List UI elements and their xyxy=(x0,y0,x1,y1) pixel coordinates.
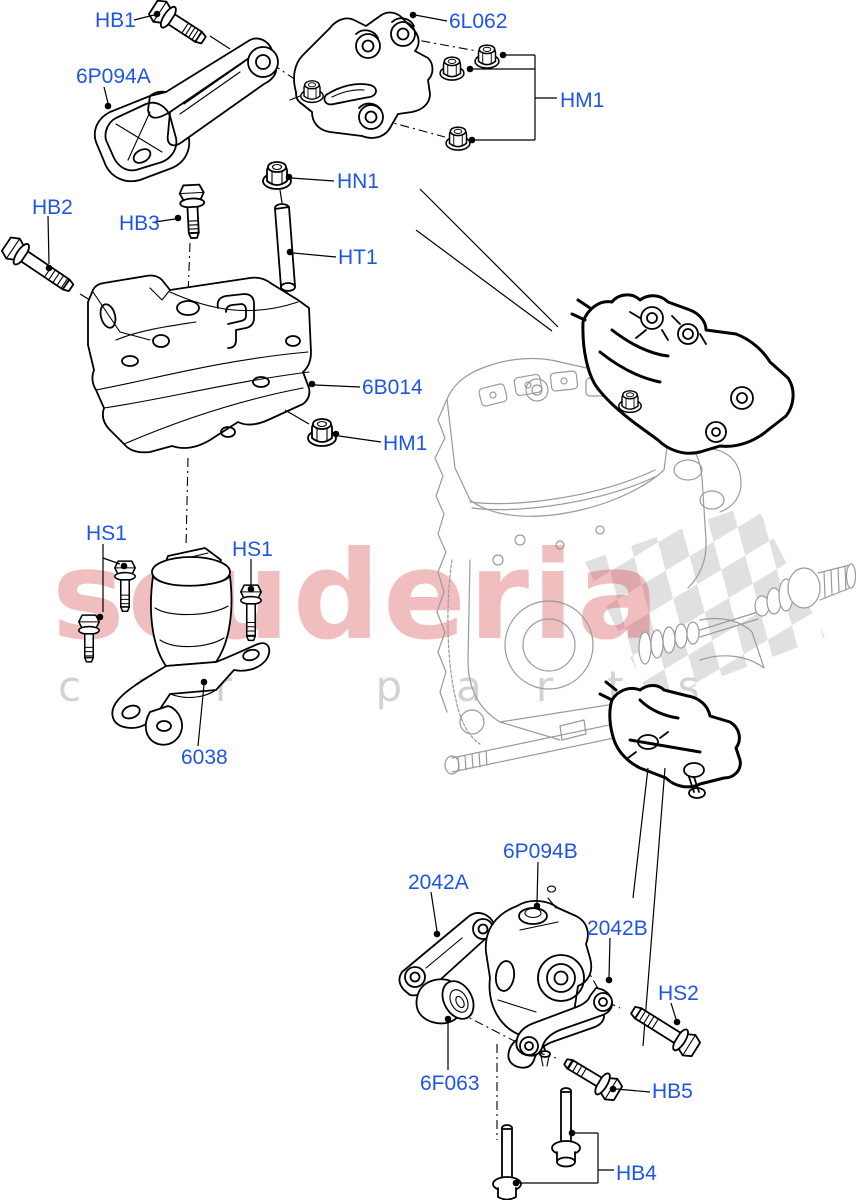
part-label-hb5[interactable]: HB5 xyxy=(652,1080,693,1103)
stud-ht1-drawing xyxy=(274,203,296,292)
part-label-6038[interactable]: 6038 xyxy=(181,746,228,769)
links-2042b-drawing xyxy=(507,987,613,1069)
engine-bracket-upper-drawing xyxy=(570,293,795,455)
engine-bracket-lower-drawing xyxy=(598,680,742,799)
bushing-6f063-drawing xyxy=(415,978,475,1025)
part-label-hs1-left[interactable]: HS1 xyxy=(86,522,127,545)
bolts-hs1-drawing xyxy=(78,560,262,663)
bolt-hb1-drawing xyxy=(148,0,207,45)
part-label-hn1[interactable]: HN1 xyxy=(337,170,379,193)
part-label-hs2[interactable]: HS2 xyxy=(658,982,699,1005)
part-label-hb4[interactable]: HB4 xyxy=(616,1162,657,1185)
pointer-lines-lower xyxy=(632,767,666,1047)
brand-watermark: scuderia xyxy=(52,525,662,667)
nuts-hm1-drawing xyxy=(439,44,500,151)
part-label-2042a[interactable]: 2042A xyxy=(408,871,469,894)
part-label-ht1[interactable]: HT1 xyxy=(338,246,378,269)
part-label-6b014[interactable]: 6B014 xyxy=(362,376,423,399)
part-label-hs1-right[interactable]: HS1 xyxy=(232,538,273,561)
part-label-6f063[interactable]: 6F063 xyxy=(420,1072,480,1095)
part-label-6p094a[interactable]: 6P094A xyxy=(76,65,151,88)
part-label-hm1-mid[interactable]: HM1 xyxy=(383,432,427,455)
mount-6038-drawing xyxy=(111,547,271,746)
bolt-hb2-drawing xyxy=(1,236,75,293)
part-label-hm1-top[interactable]: HM1 xyxy=(560,89,604,112)
part-label-hb2[interactable]: HB2 xyxy=(32,196,73,219)
nut-hm1-mid-drawing xyxy=(284,409,337,447)
bolt-hb3-drawing xyxy=(178,183,206,240)
pointer-lines-upper xyxy=(415,188,559,332)
bracket-6b014-drawing xyxy=(87,274,312,454)
mount-arm-6p094a-drawing xyxy=(93,37,279,183)
part-label-6p094b[interactable]: 6P094B xyxy=(503,840,578,863)
part-label-hb1[interactable]: HB1 xyxy=(95,9,136,32)
bracket-6l062-drawing xyxy=(289,11,434,139)
part-label-hb3[interactable]: HB3 xyxy=(119,212,160,235)
part-label-6l062[interactable]: 6L062 xyxy=(449,10,507,33)
bolt-hs2-drawing xyxy=(630,1005,702,1058)
nut-hn1-drawing xyxy=(262,161,292,204)
leader-lines xyxy=(45,10,681,1187)
part-label-2042b[interactable]: 2042B xyxy=(587,917,648,940)
